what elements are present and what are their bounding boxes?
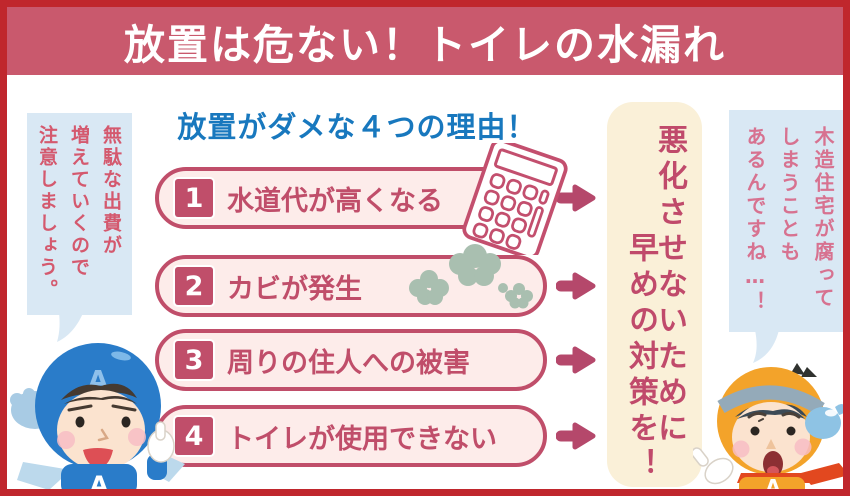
left-bubble-tail: [57, 313, 83, 342]
conclusion-line-2: 早めの対策を！: [623, 232, 658, 484]
left-bubble-line-3: 注意しましょう。: [36, 125, 58, 301]
arrow-right-icon: [556, 346, 596, 374]
reason-number-badge: 3: [175, 341, 213, 379]
left-bubble-line-1: 無駄な出費が: [100, 125, 122, 257]
arrow-right-icon: [556, 272, 596, 300]
arrow-right-icon: [556, 184, 596, 212]
right-bubble-line-3: あるんですね…！: [743, 126, 767, 314]
chest-monogram: A: [90, 471, 109, 496]
reason-label: トイレが使用できない: [227, 423, 497, 455]
chest-monogram: A: [765, 475, 781, 496]
right-speech-bubble: 木造住宅が腐って しまうことも あるんですね…！: [729, 110, 843, 332]
page-title: 放置は危ない！トイレの水漏れ: [124, 21, 726, 69]
reason-label: 水道代が高くなる: [227, 185, 443, 217]
reason-number-badge: 4: [175, 417, 213, 455]
calculator-icon: [462, 143, 568, 255]
reason-label: カビが発生: [227, 273, 362, 305]
left-speech-bubble: 無駄な出費が 増えていくので 注意しましょう。: [27, 113, 132, 315]
orange-mascot-character: A: [693, 363, 843, 496]
mold-icon: [409, 244, 533, 309]
reason-row-3: 3 周りの住人への被害: [155, 329, 547, 391]
reason-row-2: 2 カビが発生: [155, 255, 547, 317]
reason-row-4: 4 トイレが使用できない: [155, 405, 547, 467]
right-bubble-tail: [753, 330, 779, 363]
right-bubble-line-1: 木造住宅が腐って: [811, 126, 835, 310]
arrow-right-icon: [556, 422, 596, 450]
conclusion-line-1: 悪化させないために: [652, 124, 687, 448]
left-bubble-line-2: 増えていくので: [68, 125, 90, 279]
right-bubble-line-2: しまうことも: [777, 126, 801, 264]
reason-number-badge: 1: [175, 179, 213, 217]
blue-mascot-character: A A: [10, 343, 185, 496]
conclusion-box: 悪化させないために 早めの対策を！: [607, 102, 702, 487]
reason-label: 周りの住人への被害: [227, 347, 470, 379]
title-banner: 放置は危ない！トイレの水漏れ: [7, 7, 843, 75]
reason-number-badge: 2: [175, 267, 213, 305]
reasons-heading: 放置がダメな４つの理由！: [177, 110, 537, 144]
